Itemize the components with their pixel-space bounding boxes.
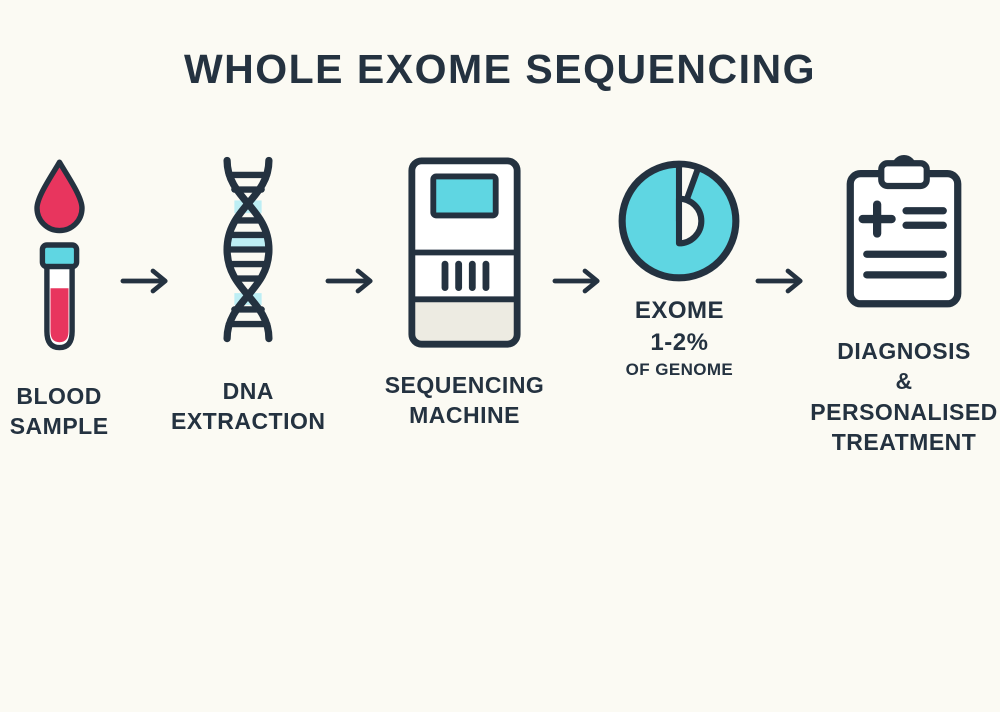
flow-arrow-icon [551, 263, 606, 299]
step-exome: EXOME 1-2% OF GENOME [606, 155, 753, 380]
step-diagnosis-treatment: DIAGNOSIS & PERSONALISED TREATMENT [808, 155, 1000, 457]
page-title: WHOLE EXOME SEQUENCING [183, 46, 817, 92]
step-dna-extraction: DNA EXTRACTION [171, 155, 326, 437]
workflow-diagram: BLOOD SAMPLE [0, 155, 1000, 457]
step-sublabel: OF GENOME [625, 360, 734, 380]
flow-arrow-icon [118, 263, 173, 299]
step-label: DIAGNOSIS & PERSONALISED TREATMENT [810, 338, 998, 456]
exome-pie-chart-icon [613, 155, 745, 287]
step-label: DNA EXTRACTION [171, 378, 326, 435]
dna-helix-icon [198, 155, 298, 364]
step-label: BLOOD SAMPLE [9, 383, 109, 440]
step-label: SEQUENCING MACHINE [384, 372, 545, 429]
sequencing-machine-icon [406, 155, 523, 350]
clipboard-diagnosis-icon [842, 155, 966, 310]
step-blood-sample: BLOOD SAMPLE [0, 155, 118, 442]
step-sequencing-machine: SEQUENCING MACHINE [378, 155, 551, 431]
flow-arrow-icon [753, 263, 808, 299]
step-label: EXOME 1-2% [634, 297, 725, 356]
blood-drop-test-tube-icon [10, 155, 109, 371]
flow-arrow-icon [323, 263, 378, 299]
